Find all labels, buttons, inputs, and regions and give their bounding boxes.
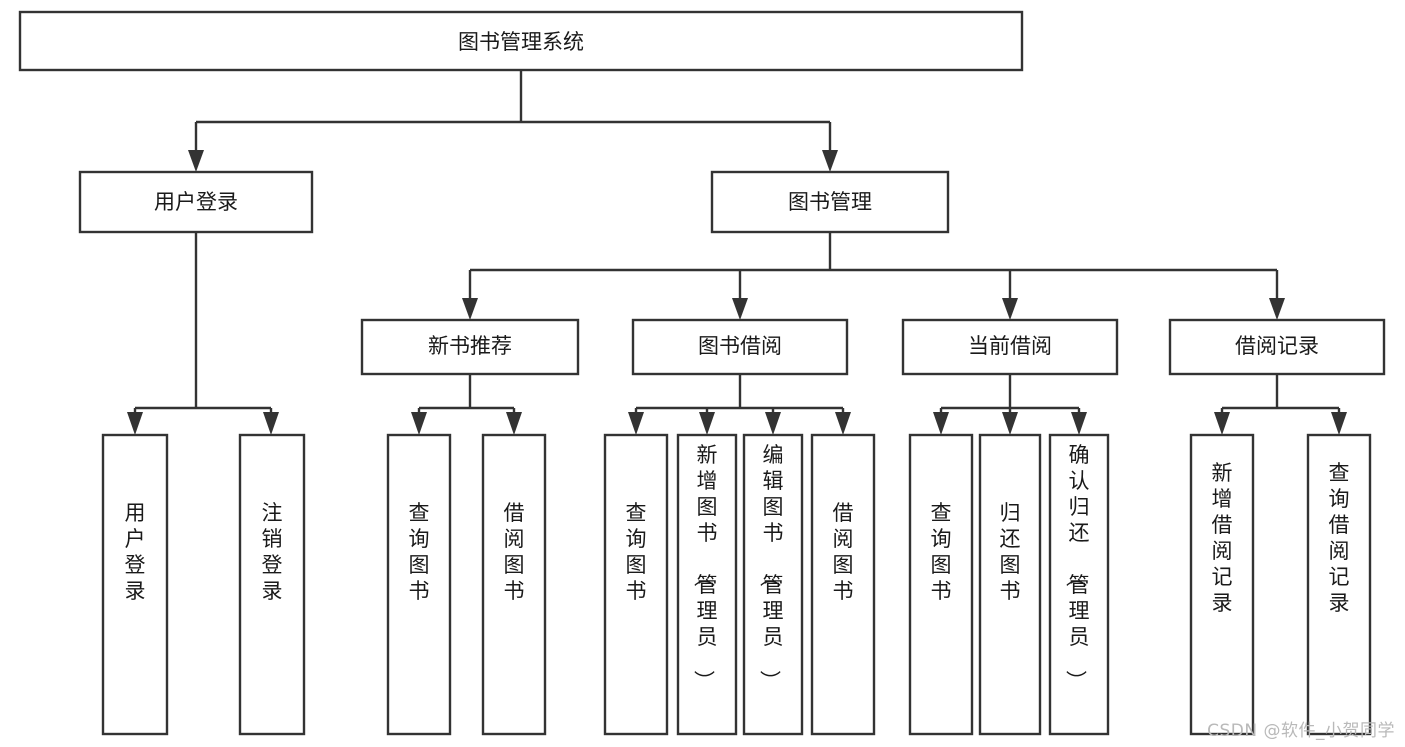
arrow-head-leaf-borrow-book-1 <box>506 412 522 435</box>
node-leaf-confirm-return[interactable]: 确认归还（管理员） <box>1048 433 1110 736</box>
node-root[interactable]: 图书管理系统 <box>18 10 1024 72</box>
node-leaf-add-book-label: 新增图书（管理员） <box>692 443 718 691</box>
arrow-head-leaf-query-book-3 <box>933 412 949 435</box>
node-leaf-query-record[interactable]: 查询借阅记录 <box>1306 433 1372 736</box>
arrow-head-leaf-query-book-2 <box>628 412 644 435</box>
node-book-borrow[interactable]: 图书借阅 <box>631 318 849 376</box>
node-user-login-box[interactable] <box>78 170 314 234</box>
node-book-manage[interactable]: 图书管理 <box>710 170 950 234</box>
arrow-head-leaf-query-book-1 <box>411 412 427 435</box>
node-leaf-borrow-book-1-label: 借阅图书 <box>504 501 525 603</box>
arrow-head-leaf-borrow-book-2 <box>835 412 851 435</box>
arrow-head-borrow-record <box>1269 298 1285 320</box>
node-leaf-query-book-1-box[interactable] <box>386 433 452 736</box>
node-leaf-query-book-3-box[interactable] <box>908 433 974 736</box>
connector-group-book-borrow <box>628 374 851 435</box>
connector-group-user-login <box>127 232 279 435</box>
arrow-head-new-book-rec <box>462 298 478 320</box>
arrow-head-book-manage <box>822 150 838 172</box>
arrow-head-user-login <box>188 150 204 172</box>
node-leaf-logout-label: 注销登录 <box>262 501 283 603</box>
node-new-book-rec[interactable]: 新书推荐 <box>360 318 580 376</box>
node-leaf-logout-box[interactable] <box>238 433 306 736</box>
node-leaf-confirm-return-box[interactable] <box>1048 433 1110 736</box>
node-borrow-record-box[interactable] <box>1168 318 1386 376</box>
node-leaf-query-book-3[interactable]: 查询图书 <box>908 433 974 736</box>
arrow-head-leaf-return-book <box>1002 412 1018 435</box>
node-new-book-rec-box[interactable] <box>360 318 580 376</box>
node-new-book-rec-label: 新书推荐 <box>428 334 512 358</box>
node-leaf-query-book-1[interactable]: 查询图书 <box>386 433 452 736</box>
node-leaf-query-book-2-box[interactable] <box>603 433 669 736</box>
arrow-head-leaf-add-book <box>699 412 715 435</box>
node-leaf-query-book-3-label: 查询图书 <box>931 501 952 603</box>
node-leaf-edit-book-label: 编辑图书（管理员） <box>758 443 784 691</box>
node-leaf-user-login-box[interactable] <box>101 433 169 736</box>
node-leaf-return-book-label: 归还图书 <box>1000 501 1021 603</box>
node-leaf-borrow-book-2-label: 借阅图书 <box>833 501 854 603</box>
node-leaf-query-book-2[interactable]: 查询图书 <box>603 433 669 736</box>
node-leaf-logout[interactable]: 注销登录 <box>238 433 306 736</box>
node-root-label: 图书管理系统 <box>458 30 584 54</box>
arrow-head-leaf-edit-book <box>765 412 781 435</box>
node-book-borrow-label: 图书借阅 <box>698 334 782 358</box>
node-leaf-return-book-box[interactable] <box>978 433 1042 736</box>
node-leaf-add-record-box[interactable] <box>1189 433 1255 736</box>
node-leaf-edit-book[interactable]: 编辑图书（管理员） <box>742 433 804 736</box>
node-user-login-label: 用户登录 <box>154 190 238 214</box>
node-leaf-query-record-label: 查询借阅记录 <box>1329 461 1350 615</box>
csdn-watermark: CSDN @软件_小贺同学 <box>1207 721 1395 741</box>
node-leaf-user-login[interactable]: 用户登录 <box>101 433 169 736</box>
connector-group-new-book-rec <box>411 374 522 435</box>
connector-group-root <box>188 70 838 172</box>
node-current-borrow[interactable]: 当前借阅 <box>901 318 1119 376</box>
node-book-borrow-box[interactable] <box>631 318 849 376</box>
node-leaf-user-login-label: 用户登录 <box>125 501 146 603</box>
node-root-box[interactable] <box>18 10 1024 72</box>
node-leaf-add-record[interactable]: 新增借阅记录 <box>1189 433 1255 736</box>
node-user-login[interactable]: 用户登录 <box>78 170 314 234</box>
arrow-head-current-borrow <box>1002 298 1018 320</box>
arrow-head-leaf-query-record <box>1331 412 1347 435</box>
connector-group-borrow-record <box>1214 374 1347 435</box>
arrow-head-book-borrow <box>732 298 748 320</box>
node-book-manage-box[interactable] <box>710 170 950 234</box>
connector-group-book-manage <box>462 232 1285 320</box>
connector-group-current-borrow <box>933 374 1087 435</box>
node-current-borrow-label: 当前借阅 <box>968 334 1052 358</box>
arrow-head-leaf-logout <box>263 412 279 435</box>
node-leaf-add-record-label: 新增借阅记录 <box>1212 461 1233 615</box>
node-leaf-return-book[interactable]: 归还图书 <box>978 433 1042 736</box>
node-leaf-borrow-book-2-box[interactable] <box>810 433 876 736</box>
node-book-manage-label: 图书管理 <box>788 190 872 214</box>
node-leaf-add-book-box[interactable] <box>676 433 738 736</box>
node-leaf-query-record-box[interactable] <box>1306 433 1372 736</box>
node-leaf-add-book[interactable]: 新增图书（管理员） <box>676 433 738 736</box>
node-leaf-confirm-return-label: 确认归还（管理员） <box>1064 443 1090 691</box>
node-leaf-query-book-2-label: 查询图书 <box>626 501 647 603</box>
node-leaf-query-book-1-label: 查询图书 <box>409 501 430 603</box>
node-leaf-borrow-book-2[interactable]: 借阅图书 <box>810 433 876 736</box>
arrow-head-leaf-confirm-return <box>1071 412 1087 435</box>
node-leaf-edit-book-box[interactable] <box>742 433 804 736</box>
node-borrow-record-label: 借阅记录 <box>1235 334 1319 358</box>
node-current-borrow-box[interactable] <box>901 318 1119 376</box>
arrow-head-leaf-add-record <box>1214 412 1230 435</box>
node-borrow-record[interactable]: 借阅记录 <box>1168 318 1386 376</box>
node-leaf-borrow-book-1[interactable]: 借阅图书 <box>481 433 547 736</box>
node-leaf-borrow-book-1-box[interactable] <box>481 433 547 736</box>
arrow-head-leaf-user-login <box>127 412 143 435</box>
